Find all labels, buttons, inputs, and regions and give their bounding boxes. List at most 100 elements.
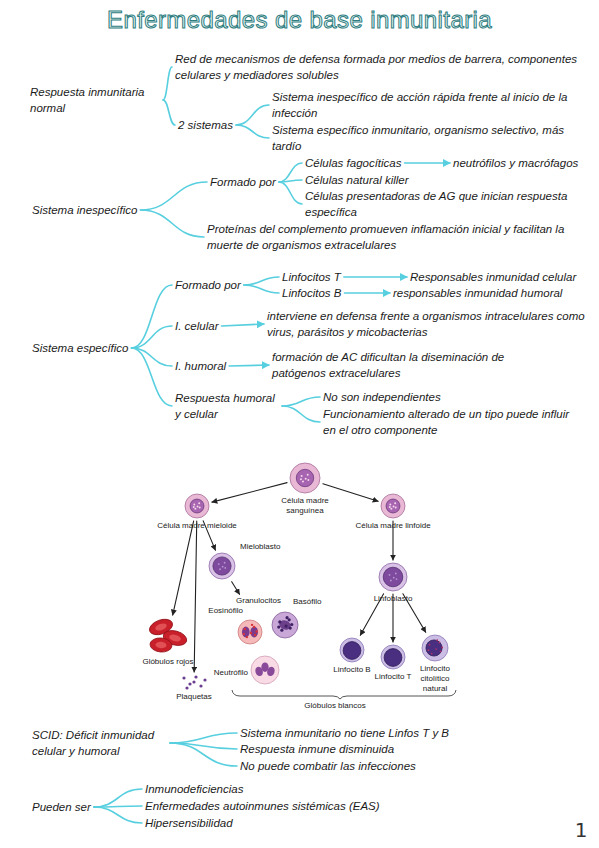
brace-connector (170, 733, 237, 743)
concept-label: neutrófilos y macrófagos (453, 155, 578, 171)
concept-text: formación de AC dificultan la diseminaci… (272, 349, 557, 381)
granule (224, 562, 226, 564)
concept-arrow (221, 324, 264, 326)
granule (277, 625, 280, 628)
cell-label: Célula madre linfoide (338, 521, 448, 531)
concept-arrow (229, 365, 269, 366)
concept-text: No puede combatir las infecciones (240, 758, 416, 774)
connectors (94, 67, 450, 823)
granule (436, 639, 438, 641)
cell-label: Plaquetas (164, 692, 224, 702)
brace-connector (140, 210, 204, 237)
cell-nucleus (190, 499, 204, 513)
concept-label: Formado por (210, 174, 276, 190)
concept-label: Sistema inespecífico (32, 202, 137, 218)
concept-text: Formado por (210, 174, 276, 190)
brace-connector (236, 125, 269, 138)
cell-nucleus (386, 499, 400, 513)
cell-art (250, 655, 280, 685)
brace-connector (170, 743, 237, 749)
concept-label: Sistema inespecífico de acción rápida fr… (272, 89, 590, 121)
cell-art (339, 637, 365, 663)
concept-text: interviene en defensa frente a organismo… (267, 308, 597, 340)
cell-label: Linfocito B (327, 665, 377, 675)
platelet (185, 686, 188, 689)
granule (389, 506, 391, 508)
brace-connector (236, 105, 269, 125)
concept-text: Red de mecanismos de defensa formada por… (175, 51, 599, 83)
cell-art (237, 619, 263, 645)
granule (307, 479, 309, 481)
cell-figure: Célula madre mieloide (184, 493, 210, 519)
lineage-arrow (212, 483, 287, 502)
granule (439, 642, 441, 644)
cell-art (148, 617, 188, 655)
cell-body (251, 656, 279, 684)
page-number: 1 (570, 818, 592, 843)
granule (254, 634, 256, 636)
concept-text: Formado por (175, 277, 241, 293)
concept-label: Respuesta inmunitaria normal (30, 84, 160, 116)
concept-text: I. celular (175, 318, 218, 334)
granule (302, 480, 304, 482)
red-cell-center (168, 633, 181, 642)
cell-nucleus (343, 642, 361, 660)
lineage-arrow (360, 594, 383, 636)
cell-label: Linfocito T (368, 672, 418, 682)
brace-connector (279, 180, 302, 182)
cell-label: Linfocito citolítico natural (412, 664, 458, 694)
lineage-arrow (403, 594, 426, 633)
concept-text: Respuesta humoral y celular (175, 390, 279, 422)
cell-nucleus (296, 469, 313, 486)
concept-label: Células presentadoras de AG que inician … (305, 188, 599, 220)
cell-figure: Eosinófilo (237, 619, 263, 645)
granule (389, 574, 391, 576)
brace-connector (279, 182, 302, 204)
lineage-arrow (392, 521, 393, 560)
concept-label: Enfermedades autoinmunes sistémicas (EAS… (145, 798, 380, 814)
concept-text: Respuesta inmunitaria normal (30, 84, 160, 116)
cell-label: Basófilo (293, 597, 333, 607)
cell-art (380, 493, 406, 519)
brace-connector (132, 348, 172, 406)
concept-text: Linfocitos B (282, 285, 341, 301)
concept-label: Funcionamiento alterado de un tipo puede… (323, 406, 573, 438)
concept-label: 2 sistemas (178, 117, 233, 133)
concept-label: Inmunodeficiencias (145, 781, 243, 797)
brace-connector (244, 285, 279, 293)
concept-text: Hipersensibilidad (145, 815, 233, 831)
platelet (199, 684, 202, 687)
concept-text: Responsables inmunidad celular (410, 269, 576, 285)
granule (253, 626, 255, 628)
concept-label: Red de mecanismos de defensa formada por… (175, 51, 599, 83)
cell-label: Célula madre mieloide (142, 521, 252, 531)
cell-body (379, 563, 407, 591)
granule (251, 624, 253, 626)
granule (285, 616, 288, 619)
cell-figure: Célula madre linfoide (380, 493, 406, 519)
granule (284, 624, 287, 627)
nucleus-lobe (266, 666, 276, 677)
cell-label: Linfoblasto (358, 594, 428, 604)
concept-text: Pueden ser (32, 799, 91, 815)
concept-text: Respuesta inmune disminuida (240, 741, 394, 757)
concept-label: Pueden ser (32, 799, 91, 815)
granule (280, 629, 283, 632)
concept-label: Proteínas del complemento promueven infl… (207, 221, 567, 253)
granule (193, 506, 195, 508)
brace-connector (163, 67, 172, 100)
brace-connector (282, 397, 320, 406)
cell-body (422, 635, 448, 661)
platelet (182, 676, 185, 679)
brace-connector (282, 406, 320, 422)
lineage-arrow (194, 521, 197, 672)
diagram-title: Enfermedades de base inmunitaria (0, 4, 599, 36)
granule (219, 568, 221, 570)
granule (395, 573, 397, 575)
granule (429, 644, 431, 646)
granule (395, 507, 397, 509)
granule (305, 478, 307, 480)
concept-text: Sistema inespecífico (32, 202, 137, 218)
cell-figure: Plaquetas (180, 674, 208, 690)
granule (441, 647, 443, 649)
